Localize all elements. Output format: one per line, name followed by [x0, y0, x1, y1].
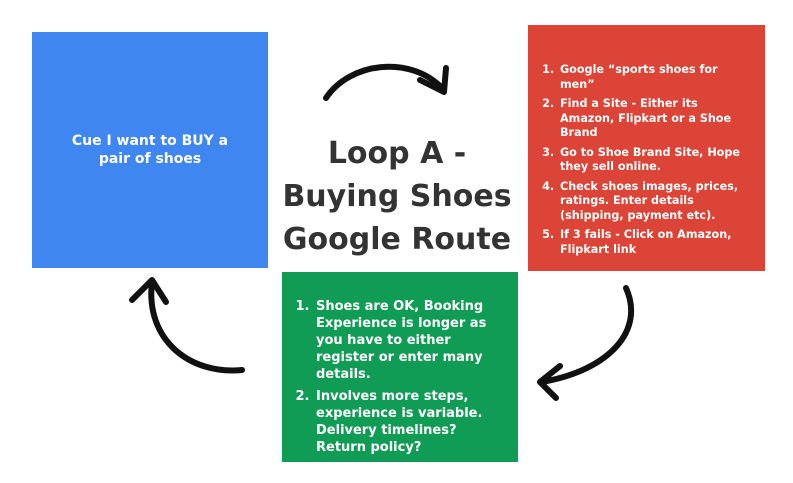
steps-list: Google “sports shoes for men” Find a Sit… [542, 63, 755, 257]
arrow-top-icon [323, 63, 449, 101]
steps-box: Google “sports shoes for men” Find a Sit… [528, 25, 765, 271]
outcome-item: Shoes are OK, Booking Experience is long… [314, 298, 510, 383]
step-item: If 3 fails - Click on Amazon, Flipkart l… [558, 228, 755, 257]
outcomes-list: Shoes are OK, Booking Experience is long… [298, 298, 510, 456]
step-item: Go to Shoe Brand Site, Hope they sell on… [558, 146, 755, 175]
diagram-title: Loop A - Buying Shoes Google Route [282, 136, 512, 257]
outcome-item: Involves more steps, experience is varia… [314, 388, 510, 456]
arrow-left-icon [129, 277, 245, 374]
cue-text: Cue I want to BUY a pair of shoes [71, 133, 229, 167]
step-item: Find a Site - Either its Amazon, Flipkar… [558, 97, 755, 141]
cue-box: Cue I want to BUY a pair of shoes [32, 32, 268, 268]
step-item: Google “sports shoes for men” [558, 63, 755, 92]
step-item: Check shoes images, prices, ratings. Ent… [558, 180, 755, 224]
outcomes-box: Shoes are OK, Booking Experience is long… [282, 272, 518, 462]
arrow-right-icon [537, 285, 635, 401]
